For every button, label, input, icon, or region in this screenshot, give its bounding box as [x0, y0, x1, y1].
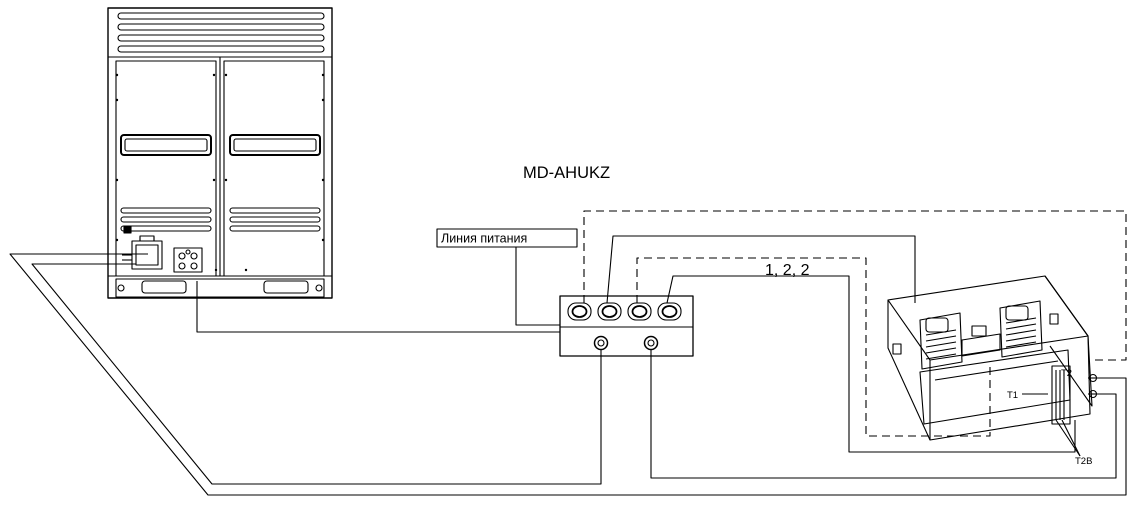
left-panel	[115, 60, 217, 277]
power-line-label: Линия питания	[436, 228, 578, 248]
wiring-label: 1, 2, 2	[765, 262, 810, 279]
ahu-electrical-box	[1051, 365, 1071, 425]
control-box	[559, 295, 694, 357]
top-grille	[117, 12, 325, 53]
service-valves	[122, 235, 203, 273]
refrigerant-pipe-inner	[31, 263, 602, 485]
sensor-line	[666, 275, 1076, 453]
lower-grille	[120, 207, 321, 232]
signal-line	[606, 235, 916, 304]
outdoor-comm-line	[196, 281, 560, 333]
fan-right	[999, 300, 1043, 358]
power-line-text: Линия питания	[441, 232, 527, 246]
sensor-t2-label: T2	[1061, 368, 1072, 379]
outdoor-unit	[107, 7, 333, 299]
dashed-line-inner	[636, 257, 991, 437]
ahu-unit	[887, 275, 1098, 441]
connections	[9, 210, 1127, 496]
fan-left	[919, 312, 963, 370]
sensor-t1-label: T1	[1007, 390, 1018, 401]
diagram-title: MD-AHUKZ	[523, 164, 610, 182]
refrigerant-pipe-outer	[9, 253, 1127, 496]
sensor-t2b-label: T2B	[1075, 456, 1092, 467]
right-panel	[223, 60, 325, 277]
dashed-line-outer	[583, 210, 1127, 361]
refrigerant-pipe-ahu	[650, 349, 1117, 479]
power-line	[515, 247, 560, 326]
